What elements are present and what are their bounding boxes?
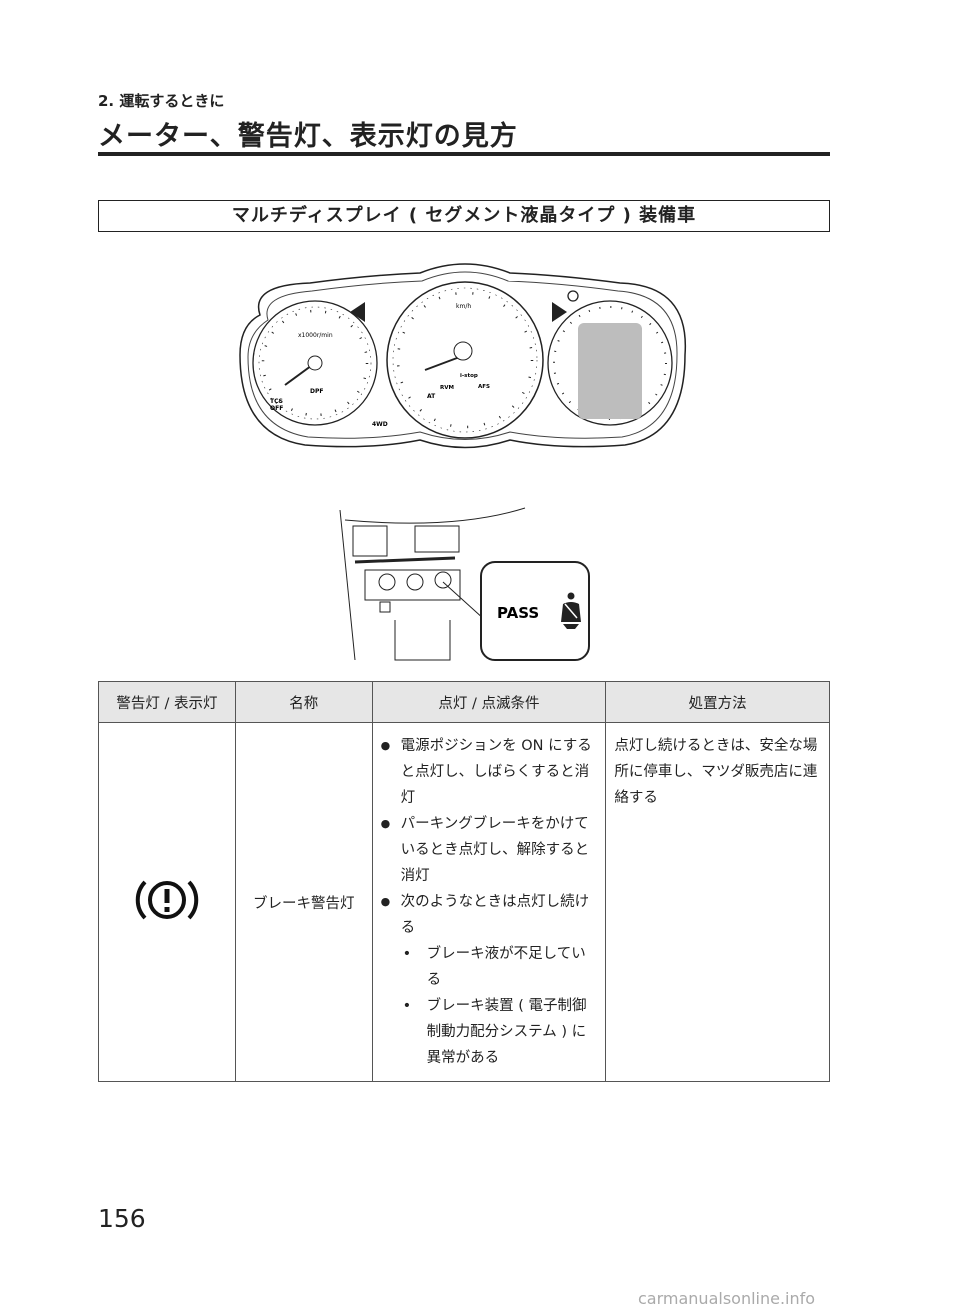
tachometer: x1000r/min DPF TCS OFF: [252, 300, 378, 426]
fuel-gauge: [547, 300, 673, 426]
svg-text:x1000r/min: x1000r/min: [298, 332, 333, 339]
table-header-row: 警告灯 / 表示灯 名称 点灯 / 点滅条件 処置方法: [98, 681, 830, 723]
console-illustration: PASS: [339, 507, 590, 661]
turn-left-indicator-icon: [350, 302, 365, 322]
title-rule: [98, 152, 830, 156]
svg-text:OFF: OFF: [270, 405, 283, 412]
condition-item: パーキングブレーキをかけているとき点灯し、解除すると消灯: [381, 811, 600, 889]
header-name: 名称: [234, 681, 373, 723]
warning-light-table: 警告灯 / 表示灯 名称 点灯 / 点滅条件 処置方法 ブレーキ警告灯 電源ポジ…: [98, 681, 830, 1082]
svg-text:km/h: km/h: [456, 303, 471, 310]
speedometer: km/h i-stop RVM AFS AT 4WD: [372, 281, 544, 439]
svg-text:AFS: AFS: [478, 384, 490, 390]
svg-text:TCS: TCS: [270, 398, 283, 405]
turn-right-indicator-icon: [552, 302, 567, 322]
action-cell: 点灯し続けるときは、安全な場所に停車し、マツダ販売店に連絡する: [605, 722, 830, 1082]
sub-condition-item: ブレーキ装置 ( 電子制御制動力配分システム ) に異常がある: [381, 993, 600, 1071]
seatbelt-warning-icon: [561, 592, 581, 629]
subsection-title: マルチディスプレイ ( セグメント液晶タイプ ) 装備車: [98, 200, 830, 232]
multi-display-panel: [578, 323, 642, 419]
icon-cell: [98, 722, 236, 1082]
table-row: ブレーキ警告灯 電源ポジションを ON にすると点灯し、しばらくすると消灯 パー…: [98, 722, 830, 1082]
svg-text:RVM: RVM: [440, 385, 454, 391]
brake-warning-icon: [135, 880, 199, 920]
condition-item: 電源ポジションを ON にすると点灯し、しばらくすると消灯: [381, 733, 600, 811]
cluster-inner-outline: [247, 271, 678, 440]
indicator-light-icon: [567, 290, 579, 302]
header-condition: 点灯 / 点滅条件: [371, 681, 607, 723]
footer-watermark: carmanualsonline.info: [638, 1289, 816, 1308]
header-indicator: 警告灯 / 表示灯: [98, 681, 236, 723]
name-cell: ブレーキ警告灯: [234, 722, 373, 1082]
section-number: 2. 運転するときに: [98, 92, 225, 110]
svg-text:4WD: 4WD: [372, 421, 388, 428]
condition-cell: 電源ポジションを ON にすると点灯し、しばらくすると消灯 パーキングブレーキを…: [371, 722, 607, 1082]
svg-text:i-stop: i-stop: [460, 373, 478, 379]
sub-condition-item: ブレーキ液が不足している: [381, 941, 600, 993]
svg-text:DPF: DPF: [310, 388, 323, 395]
header-action: 処置方法: [605, 681, 830, 723]
instrument-cluster-illustration: x1000r/min DPF TCS OFF km/h i-stop RVM A…: [239, 263, 687, 449]
page-number: 156: [98, 1204, 146, 1233]
cluster-outline: [239, 263, 687, 449]
svg-text:AT: AT: [427, 393, 436, 400]
page-title: メーター、警告灯、表示灯の見方: [98, 121, 518, 152]
svg-text:PASS: PASS: [497, 604, 539, 622]
passenger-seatbelt-callout: [480, 561, 590, 661]
condition-item: 次のようなときは点灯し続ける: [381, 889, 600, 941]
